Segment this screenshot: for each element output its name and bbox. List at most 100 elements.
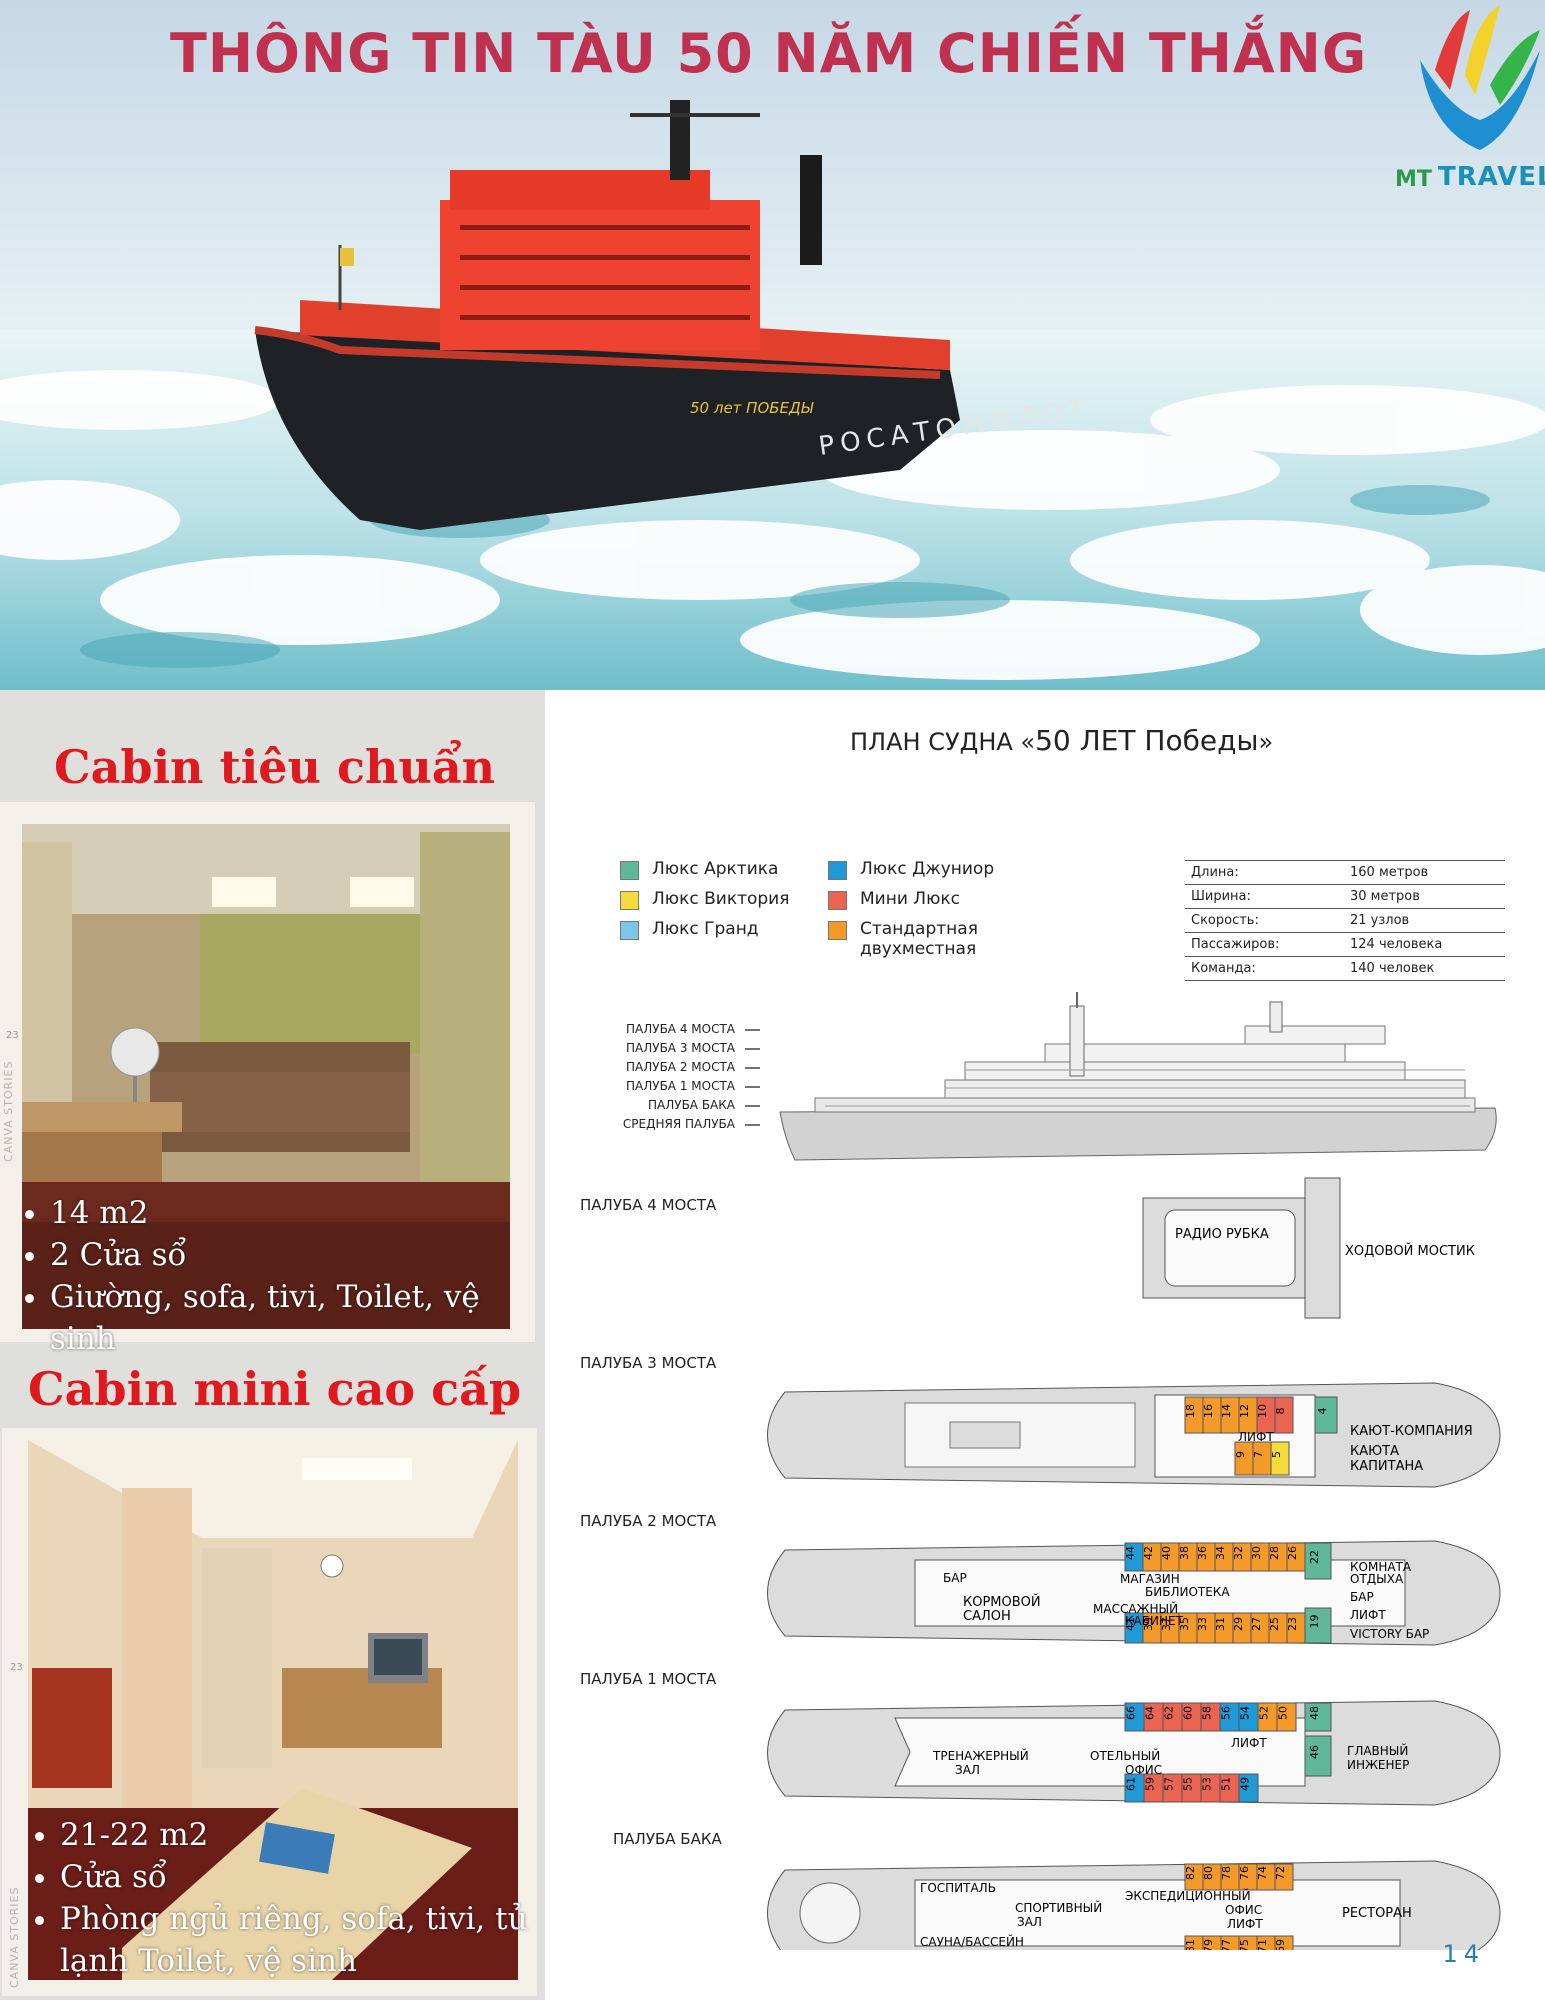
- cabin-cell: [1220, 1935, 1240, 1950]
- cabin-mini-features: 21-22 m2 Cửa sổ Phòng ngủ riêng, sofa, t…: [10, 1814, 540, 1982]
- cabin-number: 5: [1270, 1451, 1283, 1458]
- spec-value: 124 человека: [1350, 937, 1443, 952]
- room-label: БАР: [1350, 1590, 1374, 1604]
- cabin-number: 64: [1144, 1706, 1157, 1720]
- room-label: ЛИФТ: [1227, 1917, 1263, 1931]
- room-label: САУНА/БАССЕЙН: [920, 1934, 1024, 1949]
- cabin-number: 49: [1239, 1777, 1252, 1791]
- watermark-corner: 23: [6, 1030, 19, 1041]
- feature-item: 2 Cửa sổ: [50, 1234, 530, 1276]
- room-label: ОФИС: [1125, 1763, 1162, 1777]
- cabin-number: 35: [1178, 1617, 1191, 1631]
- spec-key: Команда:: [1191, 961, 1256, 976]
- profile-label: ПАЛУБА 4 МОСТА: [626, 1022, 735, 1036]
- icebreaker-photo: 50 лет ПОБЕДЫ РОСАТОМФЛОТ: [0, 0, 1545, 690]
- cabin-number: 18: [1184, 1404, 1197, 1418]
- cabin-cell: [1270, 1441, 1290, 1476]
- suite-number: 46: [1308, 1745, 1321, 1759]
- suite-cell: [1304, 1607, 1332, 1644]
- cabin-number: 38: [1178, 1546, 1191, 1560]
- cabin-mini-title: Cabin mini cao cấp: [28, 1362, 522, 1416]
- hero-banner: 50 лет ПОБЕДЫ РОСАТОМФЛОТ THÔNG TIN TÀU …: [0, 0, 1545, 690]
- cabin-number: 16: [1202, 1404, 1215, 1418]
- cabin-number: 36: [1196, 1546, 1209, 1560]
- cabin-number: 41: [1124, 1617, 1137, 1631]
- room-label: САЛОН: [963, 1609, 1011, 1624]
- suite-number: 48: [1308, 1706, 1321, 1720]
- cabin-number: 9: [1234, 1451, 1247, 1458]
- cabin-number: 31: [1214, 1617, 1227, 1631]
- cabin-number: 25: [1268, 1617, 1281, 1631]
- logo-text: TRAVEL: [1438, 162, 1545, 192]
- legend-swatch: [828, 861, 847, 880]
- feature-item: Phòng ngủ riêng, sofa, tivi, tủ lạnh Toi…: [60, 1898, 540, 1982]
- deck-label: ПАЛУБА 3 МОСТА: [580, 1354, 717, 1372]
- plan-title-suffix: »: [1258, 728, 1274, 756]
- room-label: ГОСПИТАЛЬ: [920, 1881, 996, 1895]
- cabin-cell: [1274, 1396, 1294, 1434]
- feature-item: 21-22 m2: [60, 1814, 540, 1856]
- cabin-number: 77: [1220, 1939, 1233, 1950]
- suite-number: 22: [1308, 1550, 1321, 1564]
- room-label: ХОДОВОЙ МОСТИК: [1345, 1243, 1475, 1259]
- profile-label: ПАЛУБА 2 МОСТА: [626, 1060, 735, 1074]
- legend-swatch: [828, 921, 847, 940]
- spec-value: 140 человек: [1350, 961, 1435, 976]
- feature-item: 14 m2: [50, 1192, 530, 1234]
- room-label: ГЛАВНЫЙ: [1347, 1743, 1408, 1758]
- profile-label: ПАЛУБА 3 МОСТА: [626, 1041, 735, 1055]
- legend-label: Стандартная: [860, 919, 978, 939]
- cabin-number: 12: [1238, 1404, 1251, 1418]
- spec-value: 21 узлов: [1350, 913, 1410, 928]
- cabin-number: 44: [1124, 1546, 1137, 1560]
- cabin-cell: [1184, 1935, 1204, 1950]
- suite-number: 4: [1316, 1408, 1329, 1415]
- room-label: МАГАЗИН: [1120, 1572, 1180, 1586]
- deck-4-plan: РАДИО РУБКА ХОДОВОЙ МОСТИК: [1142, 1177, 1475, 1319]
- legend-swatch: [620, 921, 639, 940]
- logo-mark: MT: [1395, 167, 1432, 192]
- room-label: РЕСТОРАН: [1342, 1906, 1412, 1921]
- room-label: БИБЛИОТЕКА: [1145, 1585, 1230, 1599]
- cabin-number: 82: [1184, 1866, 1197, 1880]
- mtravel-logo: MT: [1395, 5, 1540, 192]
- plan-title-prefix: ПЛАН СУДНА «: [850, 728, 1036, 756]
- cabin-number: 10: [1256, 1404, 1269, 1418]
- watermark-corner: 23: [10, 1662, 23, 1673]
- room-label: ОФИС: [1225, 1903, 1262, 1917]
- legend-label: Люкс Джуниор: [860, 859, 995, 879]
- legend-swatch: [828, 891, 847, 910]
- cabin-cell: [1274, 1935, 1294, 1950]
- cabin-number: 78: [1220, 1866, 1233, 1880]
- room-label: VICTORY БАР: [1350, 1627, 1429, 1641]
- spec-value: 160 метров: [1350, 865, 1429, 880]
- legend-label: двухместная: [860, 939, 977, 959]
- cabin-number: 39: [1142, 1617, 1155, 1631]
- cabin-cell: [1238, 1773, 1259, 1803]
- cabin-number: 52: [1258, 1706, 1271, 1720]
- legend-label: Люкс Виктория: [652, 889, 790, 909]
- suite-cell: [1304, 1702, 1332, 1732]
- profile-label: ПАЛУБА 1 МОСТА: [626, 1079, 735, 1093]
- cabin-number: 72: [1274, 1866, 1287, 1880]
- legend-label: Люкс Гранд: [652, 919, 759, 939]
- spec-row: Команда: 140 человек: [1185, 957, 1505, 981]
- room-label: БАР: [943, 1571, 967, 1585]
- suite-number: 19: [1308, 1615, 1321, 1629]
- cabin-cell: [1256, 1935, 1276, 1950]
- cabin-number: 60: [1182, 1706, 1195, 1720]
- cabin-number: 61: [1125, 1777, 1138, 1791]
- suite-cell: [1304, 1735, 1332, 1777]
- feature-item: Giường, sofa, tivi, Toilet, vệ sinh: [50, 1276, 530, 1360]
- cabin-number: 30: [1250, 1546, 1263, 1560]
- cabin-number: 7: [1252, 1451, 1265, 1458]
- legend-swatch: [620, 891, 639, 910]
- ship-name-text: 50 лет ПОБЕДЫ: [690, 399, 814, 417]
- room-label: КОМНАТА: [1350, 1560, 1412, 1574]
- ship-specs-table: Длина:160 метров Ширина:30 метров Скорос…: [1185, 860, 1505, 981]
- room-label: КАБИНЕТ: [1125, 1614, 1184, 1628]
- cabin-number: 27: [1250, 1617, 1263, 1631]
- cabin-number: 69: [1274, 1939, 1287, 1950]
- room-label: КАЮТ-КОМПАНИЯ: [1350, 1424, 1473, 1439]
- cabin-number: 28: [1268, 1546, 1281, 1560]
